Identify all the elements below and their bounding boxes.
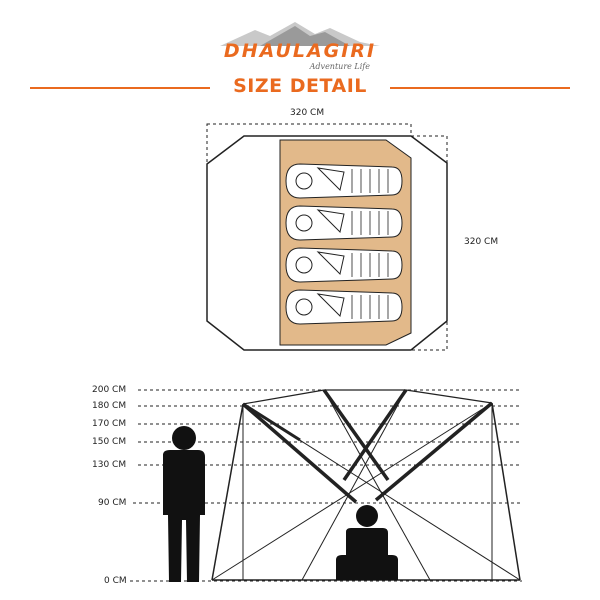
sleeping-bag-icon [285, 247, 403, 283]
height-label-0: 0 CM [104, 576, 127, 586]
floor-width-label: 320 CM [290, 108, 325, 118]
height-label-200: 200 CM [92, 385, 127, 395]
standing-person-icon [163, 426, 205, 582]
title-row: SIZE DETAIL [0, 75, 600, 101]
height-label-170: 170 CM [92, 419, 127, 429]
brand-tagline: Adventure Life [309, 62, 370, 71]
brand-logo: DHAULAGIRI Adventure Life [200, 18, 400, 78]
floor-depth-label: 320 CM [464, 237, 499, 247]
sleeping-bag-icon [285, 205, 403, 241]
sleeping-bag-icon [285, 289, 403, 325]
height-label-180: 180 CM [92, 401, 127, 411]
height-label-150: 150 CM [92, 437, 127, 447]
tent-frame [211, 388, 521, 581]
sleeping-bags [285, 163, 403, 325]
brand-name: DHAULAGIRI [223, 40, 377, 62]
sleeping-bag-icon [285, 163, 403, 199]
seated-person-icon [336, 505, 398, 580]
height-label-130: 130 CM [92, 460, 127, 470]
title-divider-left [30, 87, 210, 89]
mountain-icon [220, 22, 380, 46]
title-divider-right [390, 87, 570, 89]
height-label-90: 90 CM [98, 498, 127, 508]
page-title: SIZE DETAIL [233, 75, 367, 97]
